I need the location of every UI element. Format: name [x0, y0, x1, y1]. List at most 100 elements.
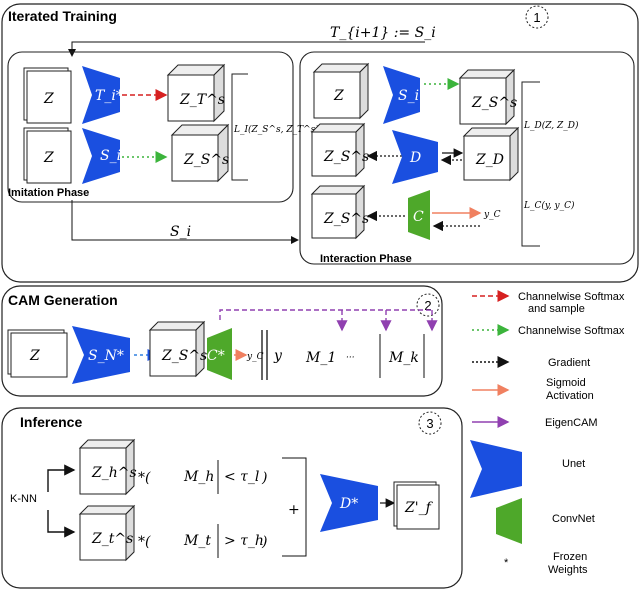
z-d-cube: Z_D	[462, 126, 520, 182]
decoder-unet-icon	[392, 130, 438, 184]
z-slab-cam: Z	[7, 329, 68, 378]
z-t-s-cube: Z_T^s	[166, 63, 226, 123]
loss-c-label: L_C(y, y_C)	[523, 200, 575, 211]
mult-h: *(	[138, 470, 151, 486]
z-s-s-cube-cam: Z_S^s	[148, 320, 207, 378]
section-number-3-circle	[418, 411, 442, 435]
imitation-loss-label: L_I(Z_S^s, Z_T^s)	[233, 124, 319, 135]
imitation-loss-bracket	[231, 73, 248, 181]
svg-text:Z'_f: Z'_f	[404, 500, 434, 516]
z-slab-imitation-2: Z	[23, 127, 72, 184]
z-f-slab: Z'_f	[393, 481, 440, 530]
frozen-decoder-unet-icon	[320, 474, 378, 532]
student-unet-icon	[82, 128, 120, 184]
m-dots: ···	[346, 353, 355, 363]
svg-text:Z_S^s: Z_S^s	[323, 211, 369, 227]
s-i-transfer-arrow	[71, 200, 299, 244]
svg-text:Z: Z	[43, 91, 54, 107]
svg-text:Z_S^s: Z_S^s	[471, 95, 517, 111]
z-s-s-cube-imitation: Z_S^s	[170, 123, 229, 183]
section-number-2-circle	[416, 293, 440, 317]
legend-star-icon: *	[504, 557, 509, 569]
svg-text:Z: Z	[333, 88, 344, 104]
y-c-label: y_C	[483, 210, 501, 220]
legend-label-3: Gradient	[548, 357, 590, 369]
legend-label-6: Unet	[562, 458, 585, 470]
y-c-cam-label: y_C	[246, 352, 264, 362]
plus-sign: +	[288, 502, 300, 518]
teacher-unet-icon	[82, 66, 120, 124]
imitation-phase-frame	[7, 51, 294, 203]
section-number-2: 2	[424, 298, 431, 313]
legend-label-7: ConvNet	[552, 513, 595, 525]
m1-label: M_1	[305, 350, 336, 366]
y-cam-label: y	[273, 348, 283, 364]
inference-frame	[1, 407, 463, 589]
classifier-convnet-icon	[408, 190, 430, 240]
teacher-label: T_i*	[95, 88, 123, 104]
svg-text:Z_h^s: Z_h^s	[91, 465, 137, 481]
frozen-classifier-label: C*	[207, 348, 225, 364]
eigencam-trunk	[219, 309, 432, 320]
cam-generation-frame	[1, 285, 443, 397]
z-s-s-cube-interaction-2: Z_S^s	[310, 122, 369, 178]
frozen-decoder-label: D*	[339, 496, 358, 512]
knn-arrow-down	[47, 510, 76, 538]
mh-close: )	[261, 470, 267, 486]
svg-text:Z_D: Z_D	[475, 152, 504, 168]
knn-label: K-NN	[10, 493, 37, 505]
imitation-phase-label: Imitation Phase	[8, 187, 89, 199]
mh-threshold: < τ_l	[224, 469, 259, 485]
mt-label: M_t	[183, 533, 211, 549]
classifier-label: C	[413, 209, 424, 225]
mk-label: M_k	[388, 350, 419, 366]
student-interaction-label: S_i	[398, 88, 419, 104]
mt-close: )	[261, 534, 267, 550]
knn-arrow-up	[47, 464, 76, 492]
svg-text:Z: Z	[43, 150, 54, 166]
z-t-s-cube-inference: Z_t^s	[78, 504, 136, 562]
section-number-3: 3	[426, 416, 433, 431]
interaction-phase-label: Interaction Phase	[320, 253, 412, 265]
cam-generation-title: CAM Generation	[8, 292, 118, 308]
svg-text:Z: Z	[29, 348, 40, 364]
decoder-label: D	[409, 150, 421, 166]
svg-text:Z_T^s: Z_T^s	[179, 92, 225, 108]
sum-bracket	[282, 457, 307, 557]
mult-t: *(	[138, 534, 151, 550]
z-h-s-cube: Z_h^s	[78, 438, 137, 496]
svg-text:Z_S^s: Z_S^s	[323, 149, 369, 165]
frozen-classifier-convnet-icon	[207, 328, 232, 380]
svg-text:Z_S^s: Z_S^s	[161, 348, 207, 364]
z-slab-imitation-1: Z	[23, 67, 72, 124]
student-unet-interaction-icon	[383, 66, 420, 124]
frozen-student-label: S_N*	[88, 348, 124, 364]
legend-unet-icon	[470, 440, 522, 498]
inference-title: Inference	[20, 414, 82, 430]
legend-convnet-icon	[496, 498, 522, 544]
interaction-loss-bracket	[521, 81, 540, 247]
svg-text:Z_S^s: Z_S^s	[183, 152, 229, 168]
legend-label-5: EigenCAM	[545, 417, 598, 429]
mh-label: M_h	[183, 469, 214, 485]
interaction-phase-frame	[299, 51, 635, 265]
iterated-training-frame	[1, 3, 639, 283]
z-s-s-cube-interaction-1: Z_S^s	[458, 68, 517, 126]
mt-threshold: > τ_h	[224, 533, 264, 549]
top-assign-label: T_{i+1} := S_i	[330, 25, 436, 41]
section-number-1: 1	[533, 10, 540, 25]
s-i-transfer-label: S_i	[170, 224, 191, 240]
z-s-s-cube-interaction-3: Z_S^s	[310, 184, 369, 240]
loss-d-label: L_D(Z, Z_D)	[523, 120, 579, 131]
z-cube-interaction: Z	[312, 62, 370, 120]
section-number-1-circle	[525, 5, 549, 29]
assign-arrow	[68, 41, 425, 57]
frozen-student-unet-icon	[72, 326, 130, 384]
student-label: S_i	[100, 148, 121, 164]
